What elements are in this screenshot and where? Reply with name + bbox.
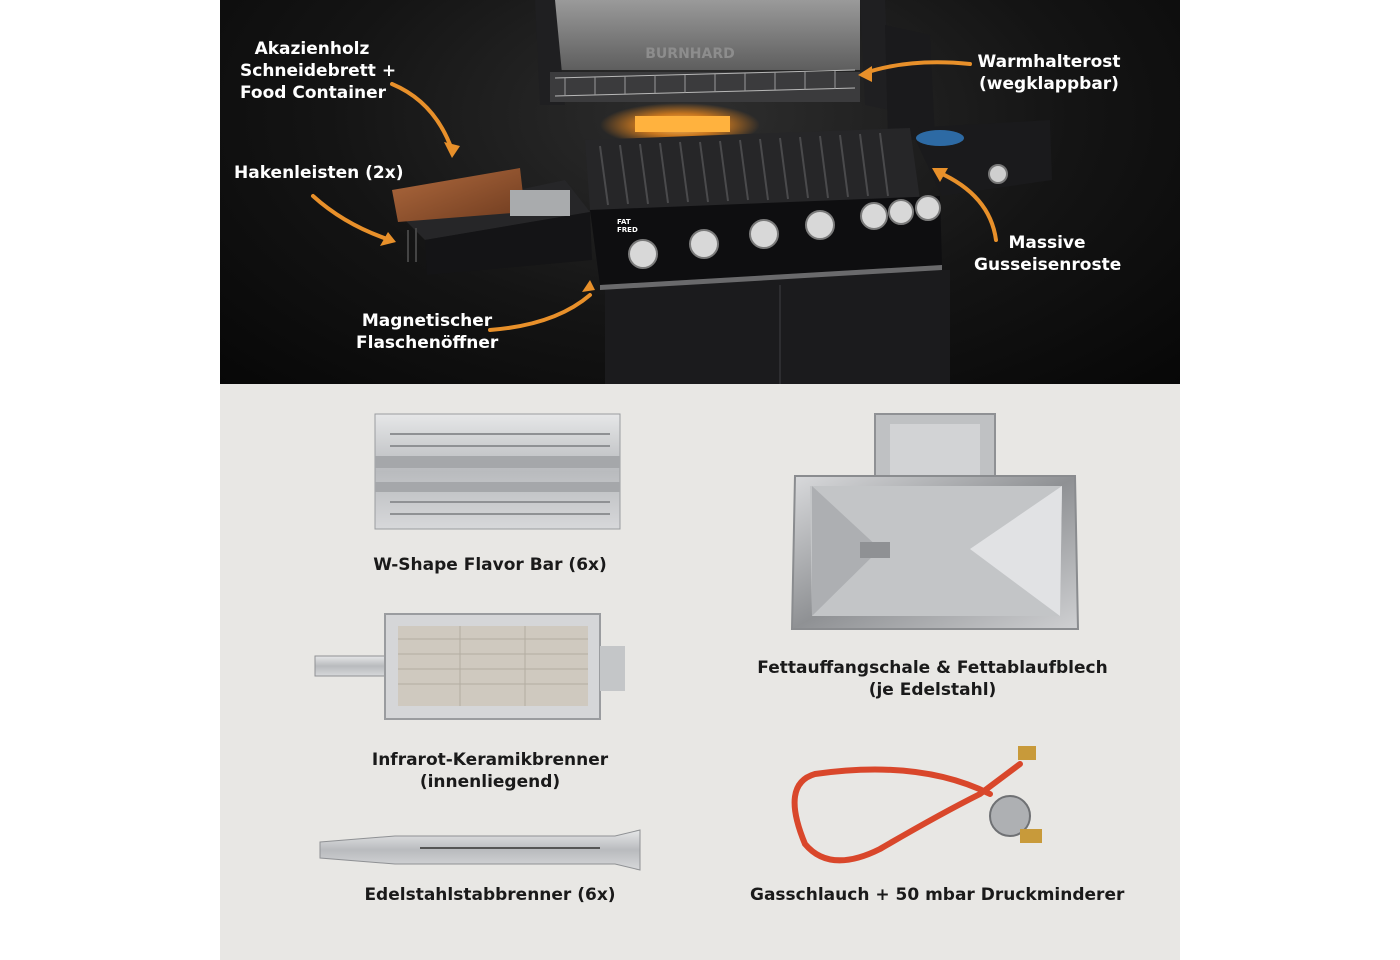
control-knob xyxy=(805,210,835,240)
label-grease-tray: Fettauffangschale & Fettablaufblech (je … xyxy=(750,657,1115,701)
arrow-opener xyxy=(488,293,592,332)
callout-hooks: Hakenleisten (2x) xyxy=(234,162,404,184)
food-container xyxy=(510,190,570,216)
callout-board-line-1: Akazienholz xyxy=(254,39,370,59)
callout-opener-line-1: Magnetischer xyxy=(361,311,493,331)
arrow-hooks xyxy=(311,194,392,242)
control-knob xyxy=(628,239,658,269)
infrared-burner-image xyxy=(314,613,625,720)
control-knob xyxy=(689,229,719,259)
grill-feature-panel: BURNHARD xyxy=(220,0,1180,384)
control-knob xyxy=(915,195,941,221)
grease-tray-image xyxy=(790,413,1080,630)
cart-body xyxy=(605,270,950,384)
badge-line-2: FRED xyxy=(617,226,638,234)
callout-warming: Warmhalterost (wegklappbar) xyxy=(976,51,1122,95)
callout-warming-line-1: Warmhalterost xyxy=(977,52,1121,72)
control-knob xyxy=(888,199,914,225)
label-flavor-bar: W-Shape Flavor Bar (6x) xyxy=(360,554,620,576)
side-burner-flame xyxy=(916,130,964,146)
arrow-grates xyxy=(936,170,998,242)
label-tube-burner-line-1: Edelstahlstabbrenner (6x) xyxy=(364,885,616,905)
callout-grates: Massive Gusseisenroste xyxy=(974,232,1122,276)
callout-grates-line-2: Gusseisenroste xyxy=(974,255,1122,275)
label-grease-tray-line-2: (je Edelstahl) xyxy=(868,680,997,700)
grill-brand-mark: BURNHARD xyxy=(645,46,735,62)
label-grease-tray-line-1: Fettauffangschale & Fettablaufblech xyxy=(757,658,1108,678)
parts-illustrations xyxy=(314,413,1080,871)
callout-arrows xyxy=(311,60,998,332)
grill-lid xyxy=(550,0,860,70)
flavor-bar-image xyxy=(374,413,621,530)
grill-illustration: BURNHARD xyxy=(392,0,1052,384)
label-flavor-bar-line-1: W-Shape Flavor Bar (6x) xyxy=(373,555,607,575)
label-tube-burner: Edelstahlstabbrenner (6x) xyxy=(350,884,630,906)
callout-opener: Magnetischer Flaschenöffner xyxy=(356,310,498,354)
label-gas-hose-line-1: Gasschlauch + 50 mbar Druckminderer xyxy=(750,885,1125,905)
badge-line-1: FAT xyxy=(617,218,631,226)
cooking-grates xyxy=(585,128,920,210)
callout-grates-line-1: Massive xyxy=(1008,233,1086,253)
arrow-board xyxy=(390,82,454,152)
label-ir-burner-line-1: Infrarot-Keramikbrenner xyxy=(371,750,609,770)
callout-opener-line-2: Flaschenöffner xyxy=(356,333,499,353)
callout-board-line-3: Food Container xyxy=(240,83,387,103)
gas-hose-image xyxy=(791,746,1042,864)
arrow-warming xyxy=(863,60,972,75)
parts-panel: W-Shape Flavor Bar (6x) Infrarot-Keramik… xyxy=(220,384,1180,960)
label-gas-hose: Gasschlauch + 50 mbar Druckminderer xyxy=(750,884,1125,906)
tube-burner-image xyxy=(319,829,641,871)
callout-hooks-line-1: Hakenleisten (2x) xyxy=(234,163,404,183)
callout-warming-line-2: (wegklappbar) xyxy=(979,74,1119,94)
control-knob xyxy=(860,202,888,230)
cutting-board xyxy=(392,168,525,222)
control-knob xyxy=(749,219,779,249)
label-ir-burner: Infrarot-Keramikbrenner (innenliegend) xyxy=(355,749,625,793)
callout-board-line-2: Schneidebrett + xyxy=(240,61,397,81)
callout-board: Akazienholz Schneidebrett + Food Contain… xyxy=(240,38,397,104)
product-infographic: BURNHARD xyxy=(220,0,1180,960)
label-ir-burner-line-2: (innenliegend) xyxy=(419,772,561,792)
